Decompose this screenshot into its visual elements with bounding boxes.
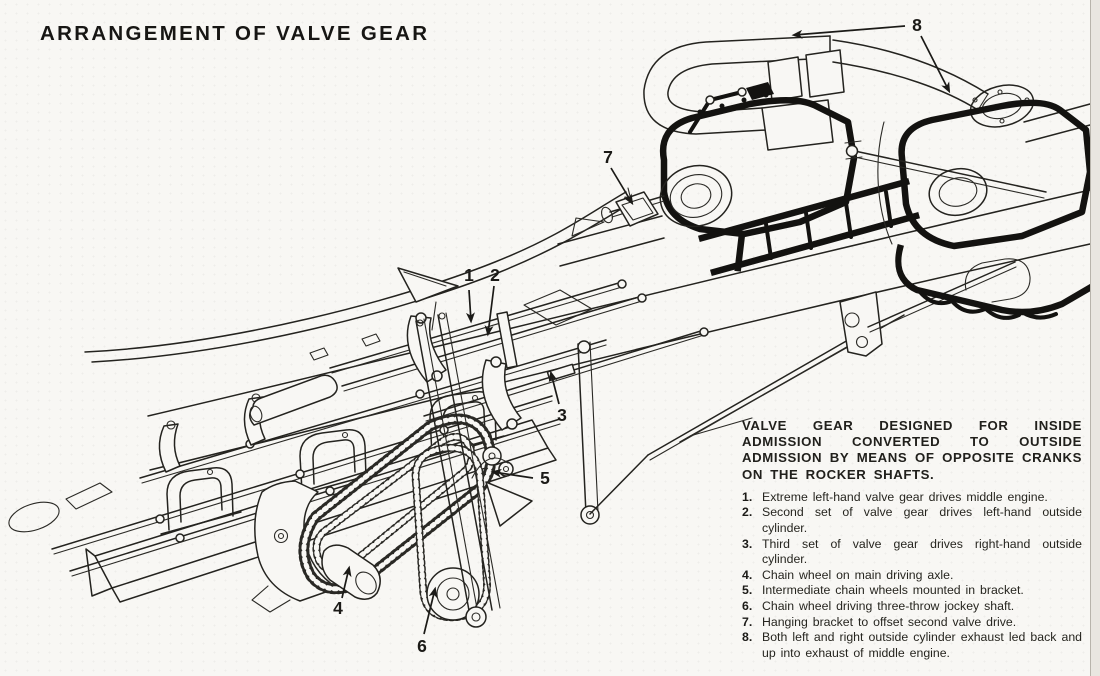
legend-item-text: Extreme left-hand valve gear drives midd… xyxy=(762,489,1048,504)
callouts: 1 2 3 4 5 6 7 8 xyxy=(333,15,951,656)
legend-item-number: 7. xyxy=(742,614,753,629)
right-cylinder-section xyxy=(898,99,1094,250)
legend-item: 5. Intermediate chain wheels mounted in … xyxy=(742,583,1082,599)
callout-5-label: 5 xyxy=(540,468,550,488)
callout-5: 5 xyxy=(490,468,550,488)
middle-cylinder-section xyxy=(659,96,858,238)
legend-item: 4. Chain wheel on main driving axle. xyxy=(742,568,1082,584)
legend-item-number: 2. xyxy=(742,505,753,520)
legend-item-number: 3. xyxy=(742,536,753,551)
middle-engine xyxy=(601,35,989,277)
callout-8-label: 8 xyxy=(912,15,922,35)
legend-item-text: Chain wheel driving three-throw jockey s… xyxy=(762,598,1015,613)
legend-item-number: 4. xyxy=(742,567,753,582)
legend-item: 7. Hanging bracket to offset second valv… xyxy=(742,615,1082,631)
page-title: ARRANGEMENT OF VALVE GEAR xyxy=(40,21,430,45)
legend-item-text: Hanging bracket to offset second valve d… xyxy=(762,614,1017,629)
callout-3-label: 3 xyxy=(557,405,567,425)
legend-item-number: 8. xyxy=(742,630,753,645)
legend-items: 1. Extreme left-hand valve gear drives m… xyxy=(742,490,1082,662)
callout-2-label: 2 xyxy=(490,265,500,285)
legend-item-number: 5. xyxy=(742,583,753,598)
callout-1: 1 xyxy=(464,265,475,324)
valve-rods-and-cranks xyxy=(329,267,709,431)
jockey-chain-wheel xyxy=(426,567,480,621)
legend-item: 1. Extreme left-hand valve gear drives m… xyxy=(742,490,1082,506)
chain-drive xyxy=(251,261,1017,628)
legend-item-text: Chain wheel on main driving axle. xyxy=(762,567,954,582)
callout-4: 4 xyxy=(333,565,352,618)
right-exhaust-manifold xyxy=(894,244,1098,316)
legend-item: 3. Third set of valve gear drives right-… xyxy=(742,537,1082,568)
legend-item-number: 1. xyxy=(742,489,753,504)
callout-8: 8 xyxy=(791,15,951,94)
legend-item: 6. Chain wheel driving three-throw jocke… xyxy=(742,599,1082,615)
legend-item-text: Intermediate chain wheels mounted in bra… xyxy=(762,583,1024,598)
callout-1-label: 1 xyxy=(464,265,474,285)
bracket-plate xyxy=(485,481,533,527)
legend-item-text: Second set of valve gear drives left-han… xyxy=(762,505,1082,535)
page-edge xyxy=(1090,0,1100,676)
legend-panel: VALVE GEAR DESIGNED FOR INSIDE ADMISSION… xyxy=(742,418,1082,661)
callout-4-label: 4 xyxy=(333,598,343,618)
callout-7-label: 7 xyxy=(603,147,613,167)
callout-7: 7 xyxy=(603,147,634,206)
callout-6: 6 xyxy=(417,586,438,656)
legend-item-number: 6. xyxy=(742,598,753,613)
legend-heading: VALVE GEAR DESIGNED FOR INSIDE ADMISSION… xyxy=(742,418,1082,482)
legend-item-text: Third set of valve gear drives right-han… xyxy=(762,536,1082,567)
hanging-bracket xyxy=(615,191,659,227)
legend-item: 8. Both left and right outside cylinder … xyxy=(742,630,1082,661)
legend-item-text: Both left and right outside cylinder exh… xyxy=(762,630,1082,660)
legend-item: 2. Second set of valve gear drives left-… xyxy=(742,505,1082,536)
callout-3: 3 xyxy=(548,370,567,425)
callout-6-label: 6 xyxy=(417,636,427,656)
right-cylinder-group xyxy=(844,84,1098,320)
callout-2: 2 xyxy=(484,265,500,337)
